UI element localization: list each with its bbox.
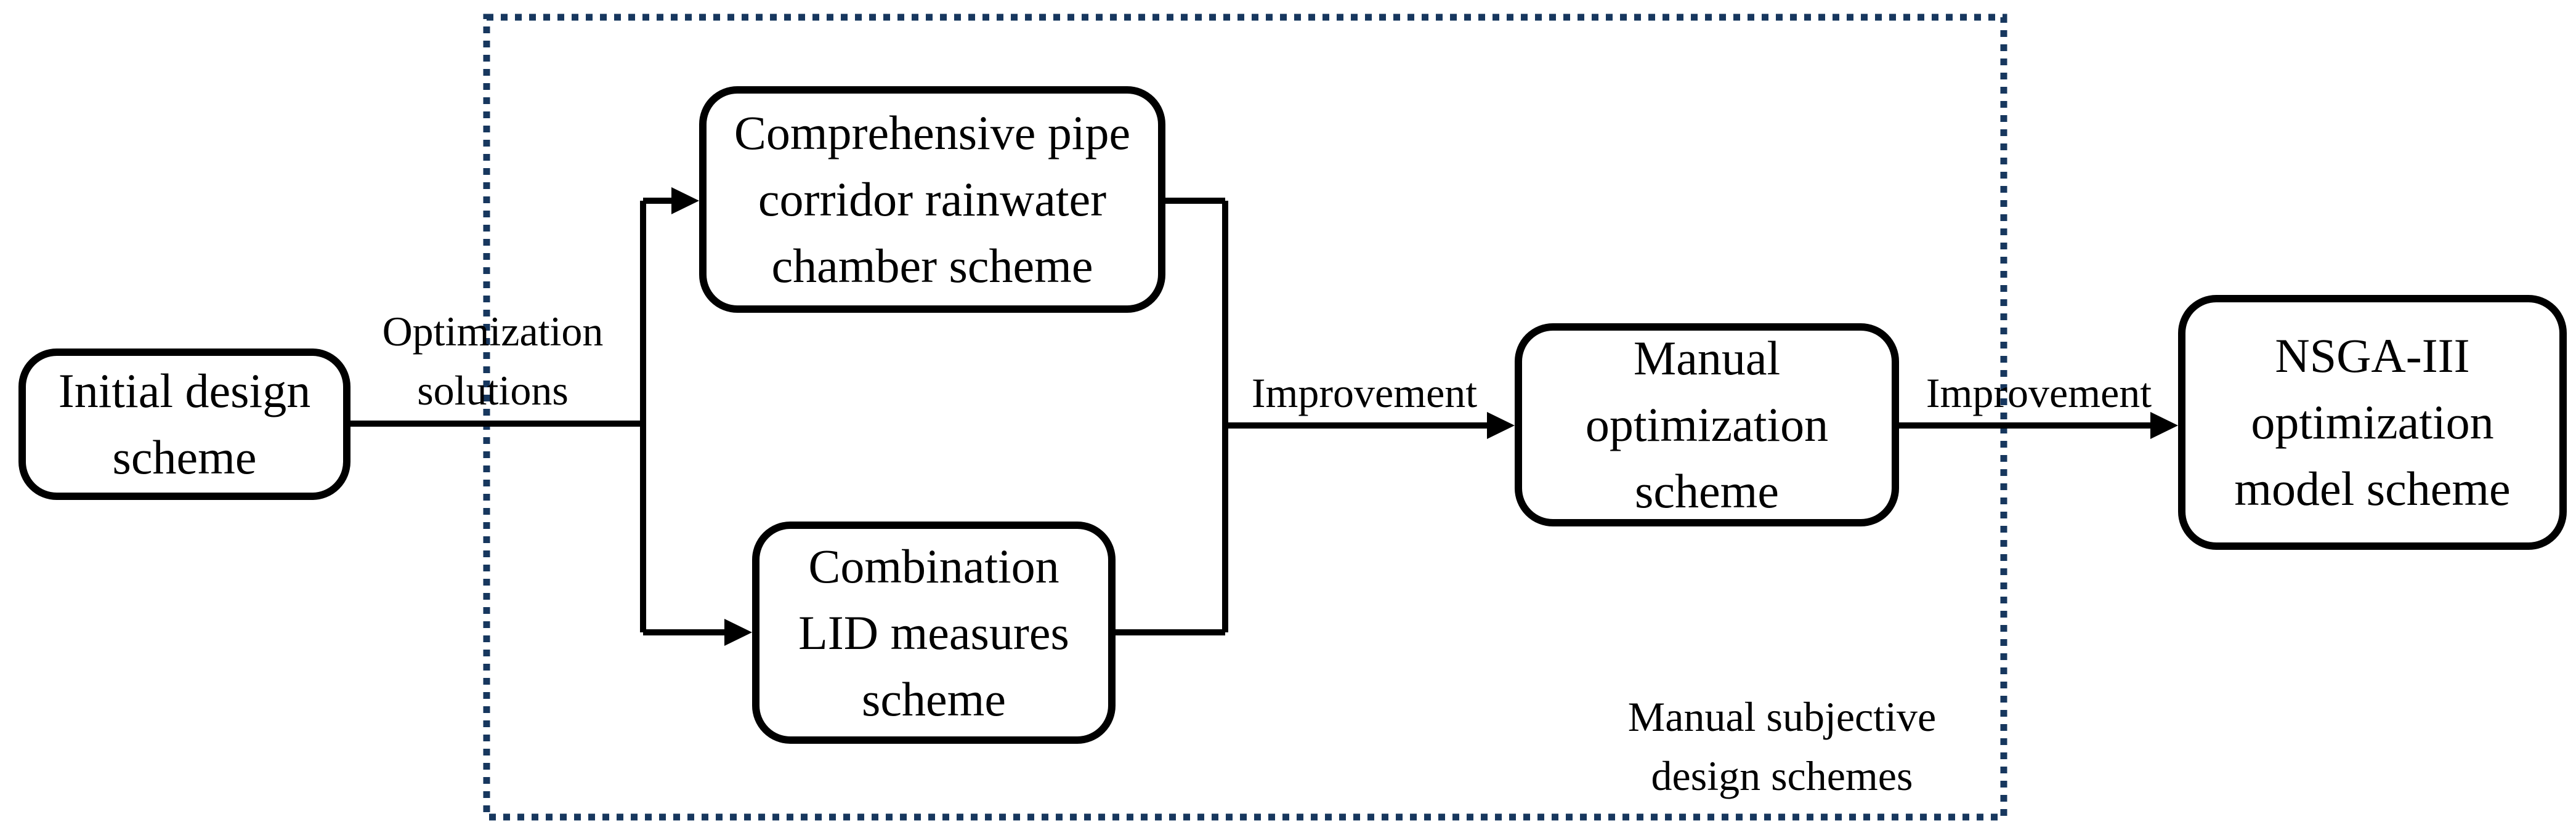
connector-lines <box>347 198 2152 635</box>
text-line: corridor rainwater <box>758 172 1107 226</box>
text-line: design schemes <box>1651 752 1913 799</box>
text-line: NSGA-III <box>2275 329 2470 382</box>
text-line: optimization <box>2251 395 2494 449</box>
arrowhead-into-pipe-box <box>671 187 699 214</box>
text-line: Manual <box>1633 331 1781 385</box>
text-line: optimization <box>1585 398 1829 451</box>
arrowhead-into-nsga-box <box>2150 412 2178 439</box>
dashed-group-boundary <box>483 14 2007 821</box>
box-nsga-iii-optimization-model-scheme: NSGA-III optimization model scheme <box>2178 295 2567 550</box>
text-line: Optimization <box>382 308 604 355</box>
arrowhead-into-lid-box <box>724 619 752 646</box>
box-comprehensive-pipe-corridor-scheme: Comprehensive pipe corridor rainwater cham… <box>699 86 1165 313</box>
text-line: LID measures <box>798 605 1069 659</box>
text-line: Manual subjective <box>1627 693 1937 740</box>
label-optimization-solutions: Optimization solutions <box>308 302 678 420</box>
text-line: chamber scheme <box>771 239 1093 292</box>
arrowhead-into-manual-box <box>1487 412 1515 439</box>
box-initial-design-scheme: Initial design scheme <box>18 349 350 500</box>
text-line: scheme <box>1635 464 1779 518</box>
arrowheads <box>671 187 2178 646</box>
box-manual-optimization-scheme: Manual optimization scheme <box>1515 323 1899 526</box>
label-improvement-second: Improvement <box>1926 369 2152 416</box>
label-manual-subjective-design-schemes: Manual subjective design schemes <box>1566 687 1998 805</box>
text-line: Combination <box>808 539 1059 593</box>
text-line: scheme <box>862 672 1006 726</box>
text-line: Comprehensive pipe <box>734 106 1131 159</box>
text-line: model scheme <box>2234 462 2511 515</box>
text-line: solutions <box>417 367 569 414</box>
text-line: Initial design <box>58 364 311 417</box>
text-line: scheme <box>112 430 257 484</box>
label-improvement-first: Improvement <box>1251 369 1478 416</box>
